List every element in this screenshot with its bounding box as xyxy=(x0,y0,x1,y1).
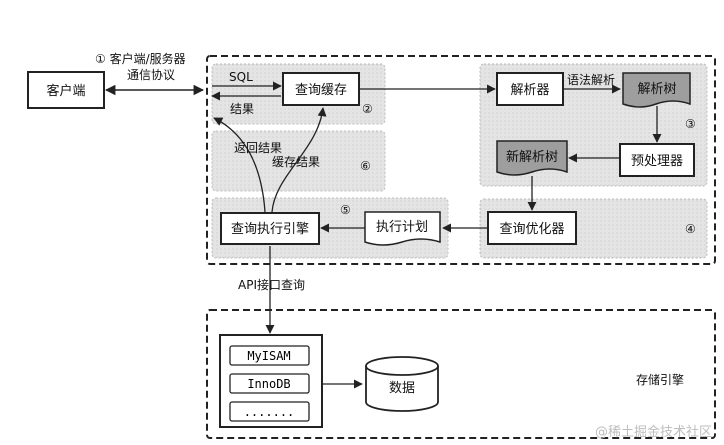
syntax-parse-label: 语法解析 xyxy=(567,73,615,87)
engine-more-box xyxy=(229,401,310,422)
parse-tree-doc xyxy=(622,72,691,108)
client-label: 客户端 xyxy=(46,83,85,99)
step5-marker: ⑤ xyxy=(340,203,351,217)
data-cylinder xyxy=(365,356,439,412)
optimizer-label: 查询优化器 xyxy=(499,222,564,237)
protocol-label-line1: ① 客户端/服务器 xyxy=(95,51,186,66)
query-cache-label: 查询缓存 xyxy=(295,83,347,98)
cache-result-curve xyxy=(271,107,327,213)
engine-myisam-label: MyISAM xyxy=(247,349,290,363)
new-parse-tree-doc xyxy=(496,140,568,176)
server-layer-frame xyxy=(206,55,716,265)
panel-result xyxy=(211,130,386,192)
parser-label: 解析器 xyxy=(510,83,549,98)
executor-label: 查询执行引擎 xyxy=(231,222,309,237)
engine-innodb-label: InnoDB xyxy=(247,377,290,391)
cache-result-label: 缓存结果 xyxy=(272,155,320,169)
executor-box xyxy=(220,212,320,245)
data-label: 数据 xyxy=(389,381,415,396)
storage-layer-frame xyxy=(206,309,716,439)
step4-marker: ④ xyxy=(685,222,696,236)
storage-engine-label: 存储引擎 xyxy=(636,372,684,387)
optimizer-box xyxy=(487,211,577,245)
watermark: @稀土掘金技术社区 xyxy=(595,424,712,440)
query-cache-box xyxy=(282,72,360,106)
parse-tree-label: 解析树 xyxy=(637,82,676,97)
engine-more-label: ....... xyxy=(244,405,295,419)
sql-label: SQL xyxy=(229,70,253,84)
return-result-label: 返回结果 xyxy=(234,141,282,155)
client-box xyxy=(27,71,105,109)
new-parse-tree-label: 新解析树 xyxy=(506,149,558,165)
return-result-curve xyxy=(213,117,266,213)
step3-marker: ③ xyxy=(685,117,696,131)
protocol-label-line2: 通信协议 xyxy=(127,67,175,82)
preprocessor-label: 预处理器 xyxy=(631,154,683,169)
preprocessor-box xyxy=(619,143,695,177)
step6-marker: ⑥ xyxy=(360,159,371,173)
step2-marker: ② xyxy=(362,102,373,116)
result-label: 结果 xyxy=(230,102,254,116)
engine-myisam-box xyxy=(229,345,310,366)
api-label: API接口查询 xyxy=(238,277,305,292)
engine-innodb-box xyxy=(229,373,310,394)
exec-plan-label: 执行计划 xyxy=(376,220,428,235)
exec-plan-doc xyxy=(364,211,441,246)
